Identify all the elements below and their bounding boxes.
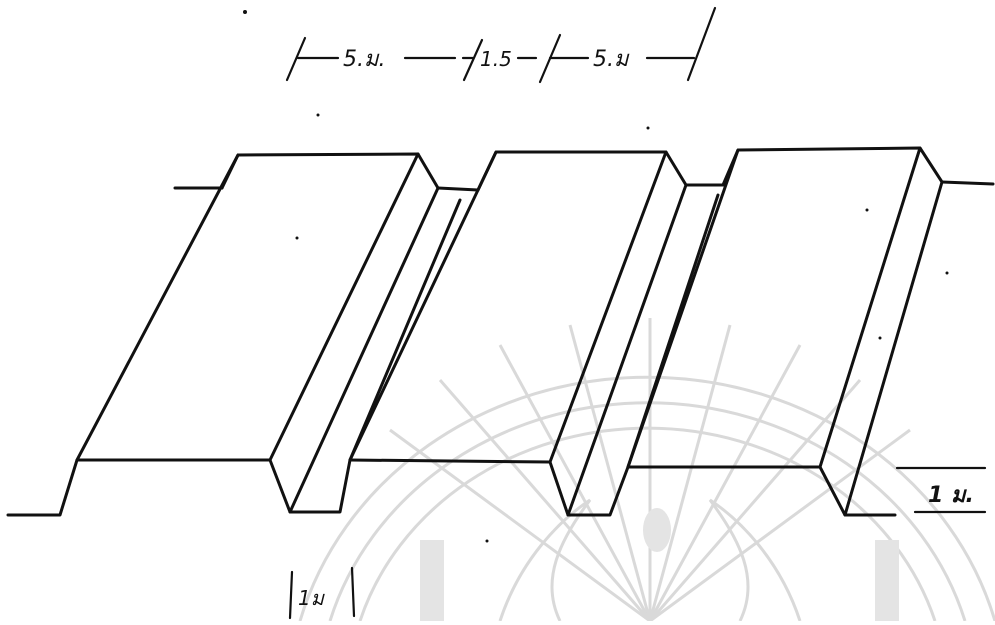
dim-label-top-right: 5.ม <box>593 47 630 72</box>
trapezoid-sheet <box>6 146 995 517</box>
dim-label-right: 1 ม. <box>928 483 974 508</box>
top-dimension-line <box>285 6 717 84</box>
right-dimension-marks <box>895 466 987 514</box>
watermark-emblem <box>298 318 995 623</box>
scan-specks <box>243 10 949 543</box>
dim-label-top-left: 5.ม. <box>343 47 386 72</box>
dim-label-top-mid: 1.5 <box>480 47 512 71</box>
dim-label-bottom: 1ม <box>298 586 326 610</box>
bottom-dimension-marks <box>288 566 356 620</box>
